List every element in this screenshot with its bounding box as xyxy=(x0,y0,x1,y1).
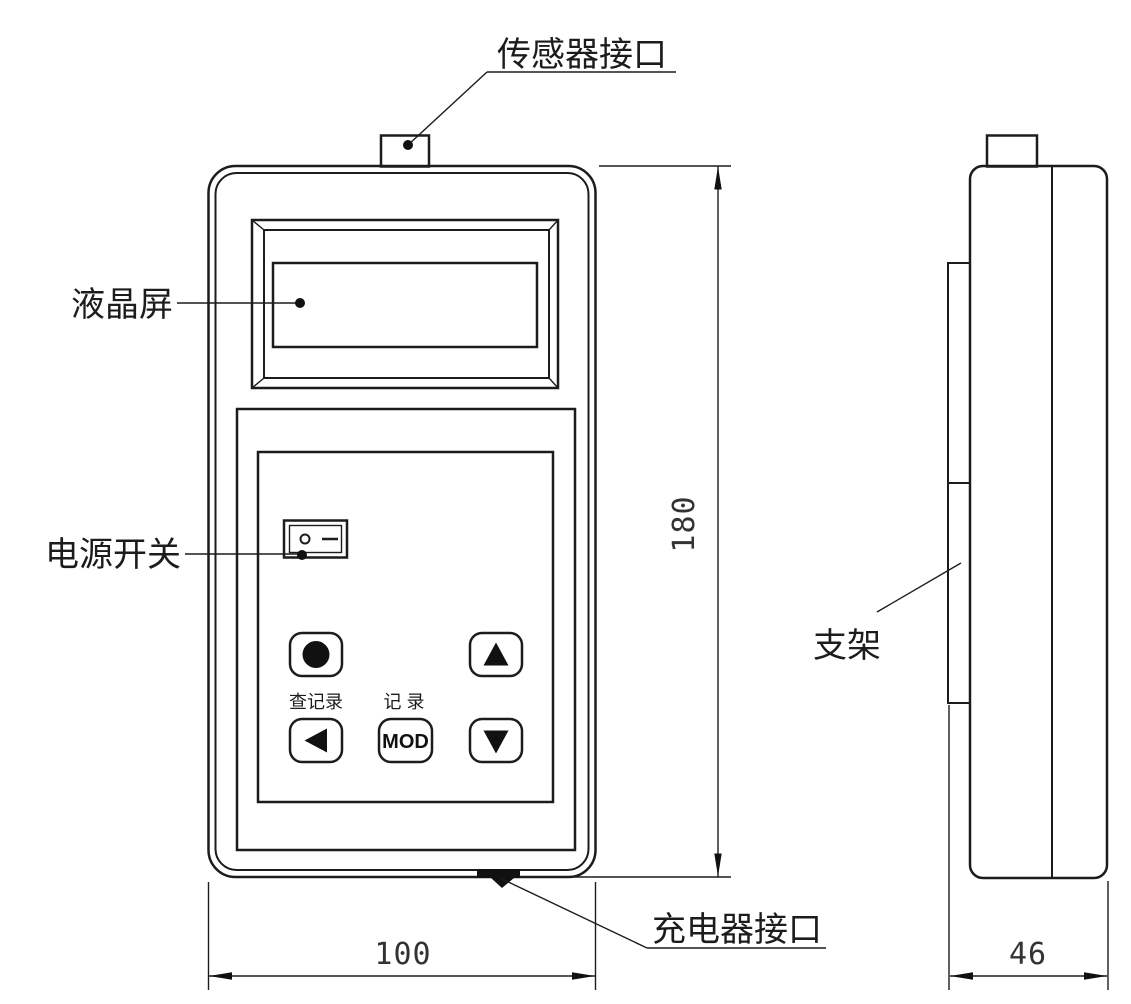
dim-100-arrow-right xyxy=(572,972,595,980)
side-view xyxy=(947,134,1109,880)
mod-button-label: MOD xyxy=(382,731,429,753)
dim-100-arrow-left xyxy=(209,972,232,980)
dimension-height: 180 xyxy=(570,165,731,878)
power-switch-outer xyxy=(282,519,349,559)
charger-port-label: 充电器接口 xyxy=(652,911,822,949)
bezel-miter-tl xyxy=(251,219,265,231)
lcd-label: 液晶屏 xyxy=(71,286,173,324)
callouts: 传感器接口 液晶屏 电源开关 充电器接口 支架 xyxy=(45,36,962,949)
keypad-panel-inner xyxy=(256,450,555,804)
power-switch-inner xyxy=(288,524,343,554)
bezel-miter-tr xyxy=(548,219,559,231)
mod-button xyxy=(377,717,434,764)
review-records-label: 查记录 xyxy=(289,692,343,712)
left-arrow-icon xyxy=(304,728,327,753)
dim-180-value: 180 xyxy=(667,495,702,552)
charger-port xyxy=(477,869,520,878)
bezel-miter-bl xyxy=(251,377,265,389)
charger-port-notch xyxy=(491,878,514,888)
dimension-depth: 46 xyxy=(948,705,1109,990)
display-bezel-outer xyxy=(250,218,560,390)
dim-46-arrow-left xyxy=(950,972,973,980)
power-off-symbol-icon xyxy=(299,533,311,545)
power-switch-leader-dot xyxy=(297,550,307,560)
dim-180-arrow-top xyxy=(714,166,722,190)
sensor-port-leader xyxy=(407,71,488,146)
up-button xyxy=(468,631,524,678)
keypad-panel: 查记录 记 录 MOD xyxy=(235,407,577,852)
record-label: 记 录 xyxy=(383,692,424,712)
side-sensor-connector xyxy=(985,134,1039,168)
front-view: 查记录 记 录 MOD xyxy=(207,134,597,888)
power-switch-label: 电源开关 xyxy=(45,536,181,574)
bracket-leader xyxy=(876,562,962,613)
device-inner-case xyxy=(214,172,590,871)
sensor-connector-tab xyxy=(379,134,431,168)
keypad-panel-outer xyxy=(235,407,577,852)
sensor-port-label: 传感器接口 xyxy=(497,36,667,74)
down-arrow-icon xyxy=(483,730,509,754)
down-button xyxy=(468,717,524,764)
lcd-leader-dot xyxy=(295,298,305,308)
left-button xyxy=(288,717,344,764)
dimensions: 100 180 46 xyxy=(207,165,1109,990)
up-arrow-icon xyxy=(483,642,509,666)
record-button xyxy=(288,631,344,678)
power-switch xyxy=(282,519,349,559)
dim-100-value: 100 xyxy=(374,937,431,972)
device-outer-case xyxy=(207,164,597,879)
lcd-screen xyxy=(271,261,539,349)
record-dot-icon xyxy=(302,641,330,668)
dim-46-value: 46 xyxy=(1009,937,1047,972)
display-bezel-inner xyxy=(263,229,550,379)
sensor-port-leader-dot xyxy=(403,140,413,150)
charger-port-leader xyxy=(501,878,648,949)
display-assembly xyxy=(250,218,560,390)
dim-46-arrow-right xyxy=(1084,972,1107,980)
dimension-width: 100 xyxy=(207,882,597,990)
dim-180-arrow-bottom xyxy=(714,853,722,877)
side-body xyxy=(968,164,1109,880)
bracket-label: 支架 xyxy=(813,627,881,665)
bezel-miter-br xyxy=(548,377,559,389)
